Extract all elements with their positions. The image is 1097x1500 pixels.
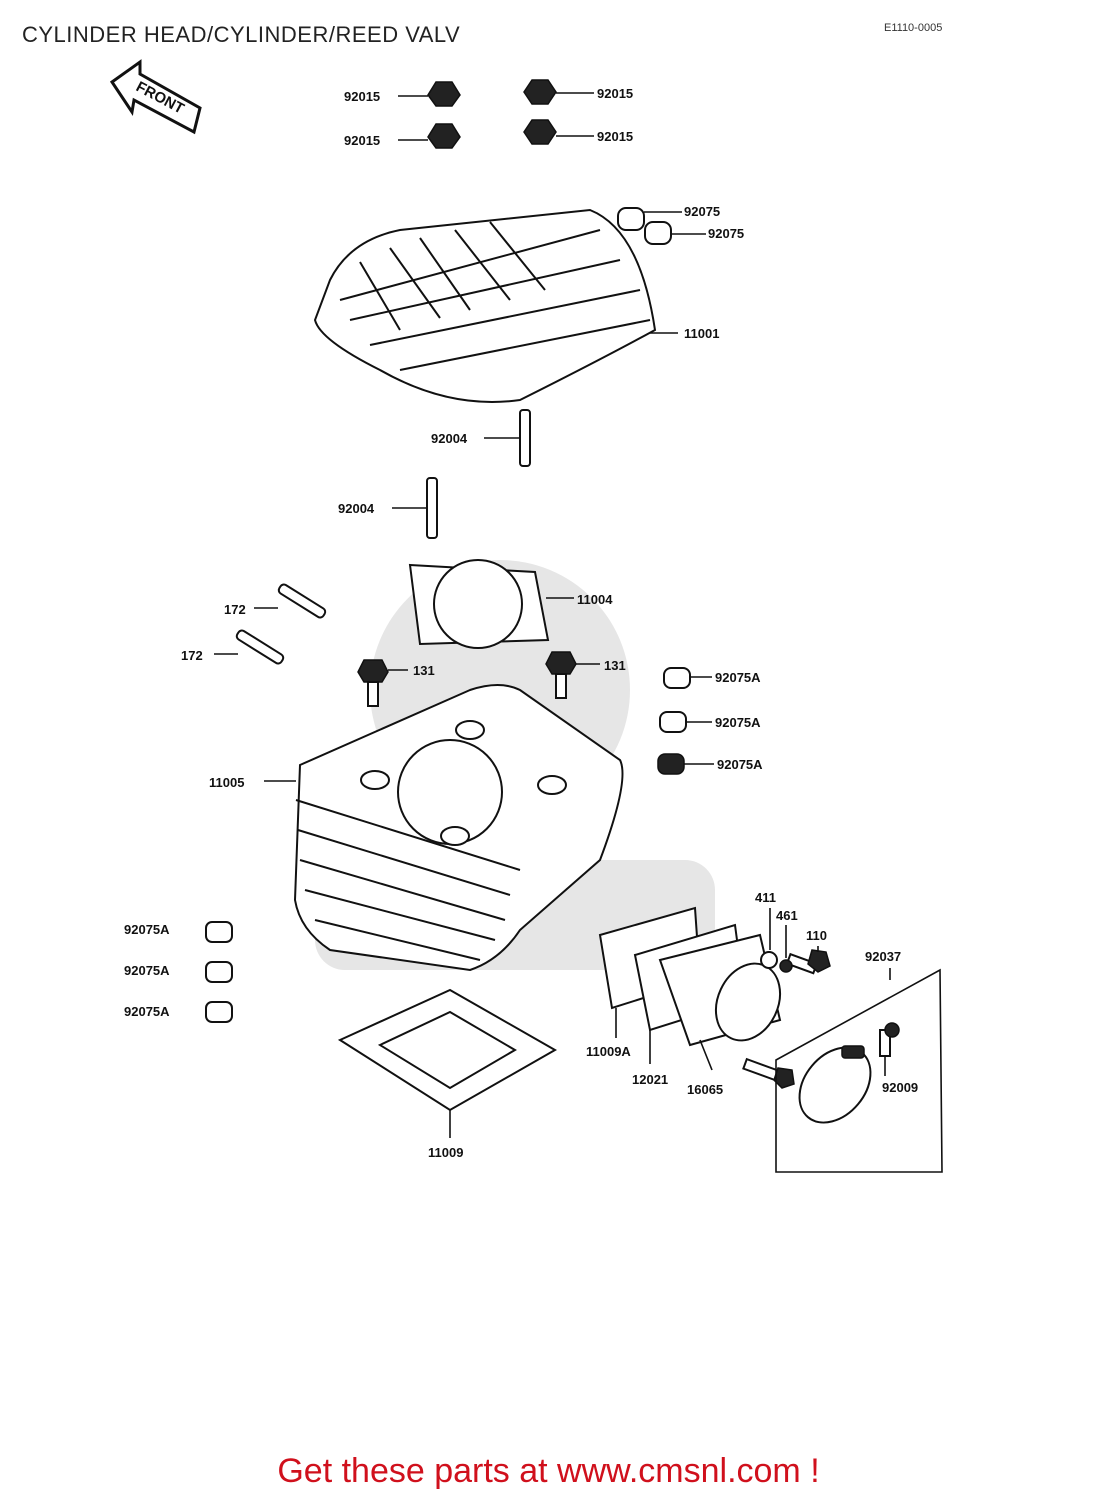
label-110: 110 (806, 928, 827, 943)
label-12021: 12021 (632, 1072, 669, 1087)
bolt-131-icon (357, 659, 389, 707)
footer-promo-link[interactable]: Get these parts at www.cmsnl.com ! (277, 1452, 820, 1490)
label-92075A: 92075A (717, 757, 763, 772)
cap-92075A-icon (657, 753, 685, 775)
label-172: 172 (224, 602, 246, 617)
nut-92015-icon (523, 119, 557, 145)
clamp-92037 (775, 968, 943, 1173)
label-92004: 92004 (338, 501, 375, 516)
label-92015: 92015 (597, 86, 634, 101)
label-411: 411 (755, 890, 776, 905)
label-11001: 11001 (684, 326, 720, 341)
diagram-code: E1110-0005 (884, 22, 943, 34)
bolt-110-icon (785, 949, 831, 975)
label-11005: 11005 (209, 775, 245, 790)
label-92075A: 92075A (124, 922, 170, 937)
cylinder-11005 (293, 684, 624, 972)
cap-92075A-icon (663, 667, 691, 689)
cap-92075-icon (644, 221, 672, 245)
front-arrow-icon: FRONT (109, 59, 202, 135)
label-172: 172 (181, 648, 203, 663)
nut-92015-icon (523, 79, 557, 105)
stud-92004-icon (426, 477, 438, 539)
label-92015: 92015 (597, 129, 634, 144)
bolt-131-icon (545, 651, 577, 699)
label-92075: 92075 (708, 226, 745, 241)
label-92075: 92075 (684, 204, 721, 219)
label-131: 131 (413, 663, 435, 678)
label-92075A: 92075A (124, 1004, 170, 1019)
cap-92075-icon (617, 207, 645, 231)
intake-manifold-16065 (658, 933, 782, 1047)
label-92015: 92015 (344, 133, 381, 148)
head-gasket-11004 (408, 559, 550, 649)
label-461: 461 (776, 908, 798, 923)
cap-92075A-icon (205, 1001, 233, 1023)
page-title: CYLINDER HEAD/CYLINDER/REED VALV (22, 22, 461, 47)
bolt-lower-icon (742, 1057, 795, 1089)
label-92075A: 92075A (715, 715, 761, 730)
pin-172-icon (277, 583, 327, 619)
label-92009: 92009 (882, 1080, 919, 1095)
base-gasket-11009 (337, 988, 558, 1112)
cylinder-head-11001 (313, 208, 657, 403)
cap-92075A-icon (205, 921, 233, 943)
cap-92075A-icon (659, 711, 687, 733)
stud-92004-icon (519, 409, 531, 467)
label-92015: 92015 (344, 89, 381, 104)
label-92075A: 92075A (715, 670, 761, 685)
label-131: 131 (604, 658, 626, 673)
label-92037: 92037 (865, 949, 902, 964)
label-11009: 11009 (428, 1145, 464, 1160)
pin-172-icon (235, 629, 285, 665)
label-11004: 11004 (577, 592, 613, 607)
label-92004: 92004 (431, 431, 468, 446)
screw-92009-icon (879, 1022, 900, 1057)
label-16065: 16065 (687, 1082, 724, 1097)
washer-411-icon (760, 951, 778, 969)
nut-92015-icon (427, 81, 461, 107)
nut-92015-icon (427, 123, 461, 149)
washer-461-icon (779, 959, 793, 973)
cap-92075A-icon (205, 961, 233, 983)
label-11009A: 11009A (586, 1044, 631, 1059)
label-92075A: 92075A (124, 963, 170, 978)
